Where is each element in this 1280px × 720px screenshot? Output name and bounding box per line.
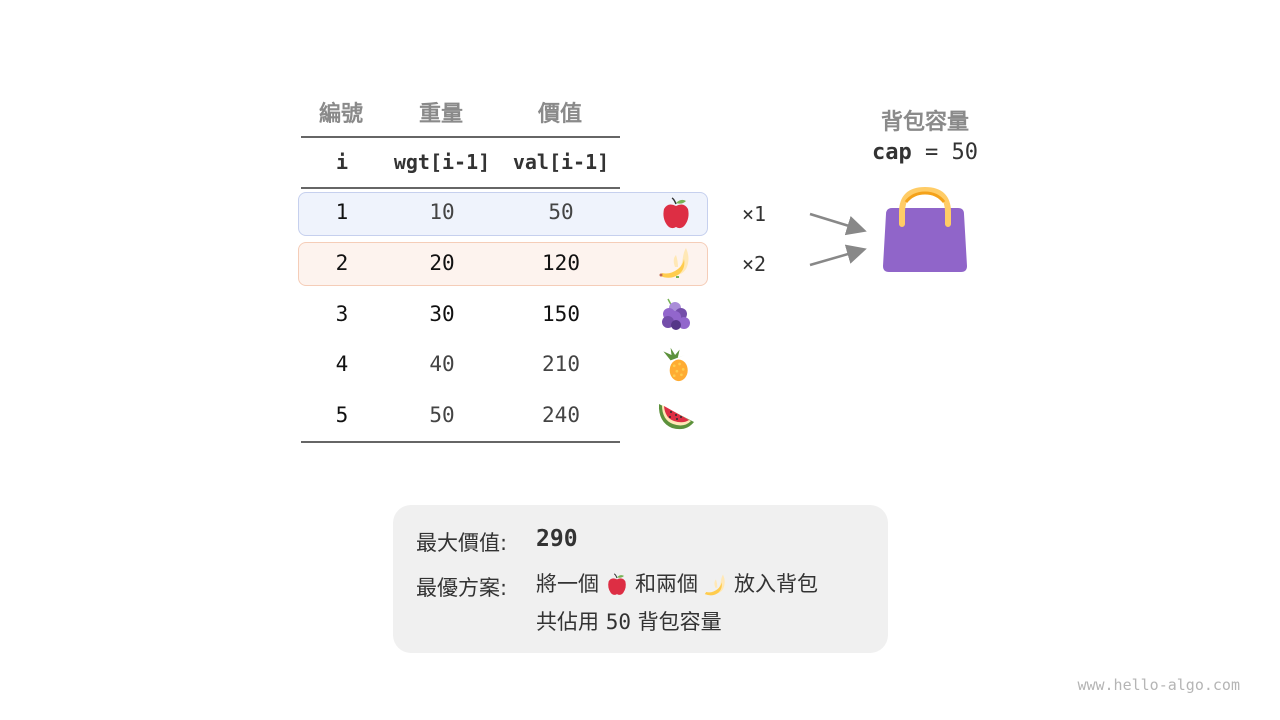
plan-part2: 和兩個: [635, 572, 698, 596]
knapsack-title: 背包容量: [880, 110, 969, 135]
table-top-rule: [301, 136, 620, 138]
row2-i: 2: [335, 251, 349, 275]
row3-i: 3: [335, 302, 349, 326]
optimal-plan-label: 最優方案:: [416, 576, 508, 600]
row2-val: 120: [542, 251, 580, 275]
handbag-icon: [883, 186, 967, 272]
row1-val: 50: [548, 200, 574, 224]
row-highlight-1: [298, 192, 708, 236]
row4-i: 4: [335, 352, 349, 376]
header-value: 價值: [537, 102, 582, 127]
row5-val: 240: [542, 403, 580, 427]
cap-variable: cap: [872, 140, 912, 165]
plan-line2-num: 50: [605, 610, 631, 634]
header-id: 編號: [318, 102, 363, 127]
row3-wgt: 30: [429, 302, 455, 326]
optimal-plan-line1: 將一個 和兩個 放入背包: [536, 568, 818, 600]
banana-icon: [704, 574, 725, 596]
row-highlight-2: [298, 242, 708, 286]
pineapple-icon: [663, 347, 688, 382]
plan-line2-a: 共佔用: [536, 610, 599, 634]
table-header-rule: [301, 187, 620, 189]
plan-part1: 將一個: [536, 572, 599, 596]
row1-i: 1: [335, 200, 349, 224]
optimal-plan-line2: 共佔用 50 背包容量: [536, 606, 722, 636]
plan-line2-b: 背包容量: [637, 610, 722, 634]
watermelon-icon: [658, 404, 694, 430]
row3-val: 150: [542, 302, 580, 326]
row5-i: 5: [335, 403, 349, 427]
header-weight: 重量: [418, 102, 463, 127]
footer-watermark: www.hello-algo.com: [1077, 676, 1240, 694]
multiplier-banana: ×2: [742, 252, 767, 276]
header-i: i: [335, 150, 349, 174]
summary-panel: [393, 505, 888, 653]
max-value: 290: [536, 526, 578, 552]
banana-icon: [659, 248, 689, 278]
plan-part3: 放入背包: [734, 572, 818, 596]
table-bottom-rule: [301, 441, 620, 443]
header-wgt: wgt[i-1]: [393, 150, 491, 174]
row5-wgt: 50: [429, 403, 455, 427]
arrow-icons: [809, 212, 867, 267]
header-val: val[i-1]: [512, 150, 610, 174]
apple-icon: [608, 573, 626, 595]
row2-wgt: 20: [429, 251, 455, 275]
multiplier-apple: ×1: [742, 202, 767, 226]
row1-wgt: 10: [429, 200, 455, 224]
knapsack-capacity: cap = 50: [855, 140, 995, 165]
grapes-icon: [662, 298, 690, 330]
max-value-label: 最大價值:: [416, 531, 508, 555]
apple-icon: [663, 197, 689, 229]
cap-value: = 50: [925, 140, 978, 165]
row4-val: 210: [542, 352, 580, 376]
row4-wgt: 40: [429, 352, 455, 376]
